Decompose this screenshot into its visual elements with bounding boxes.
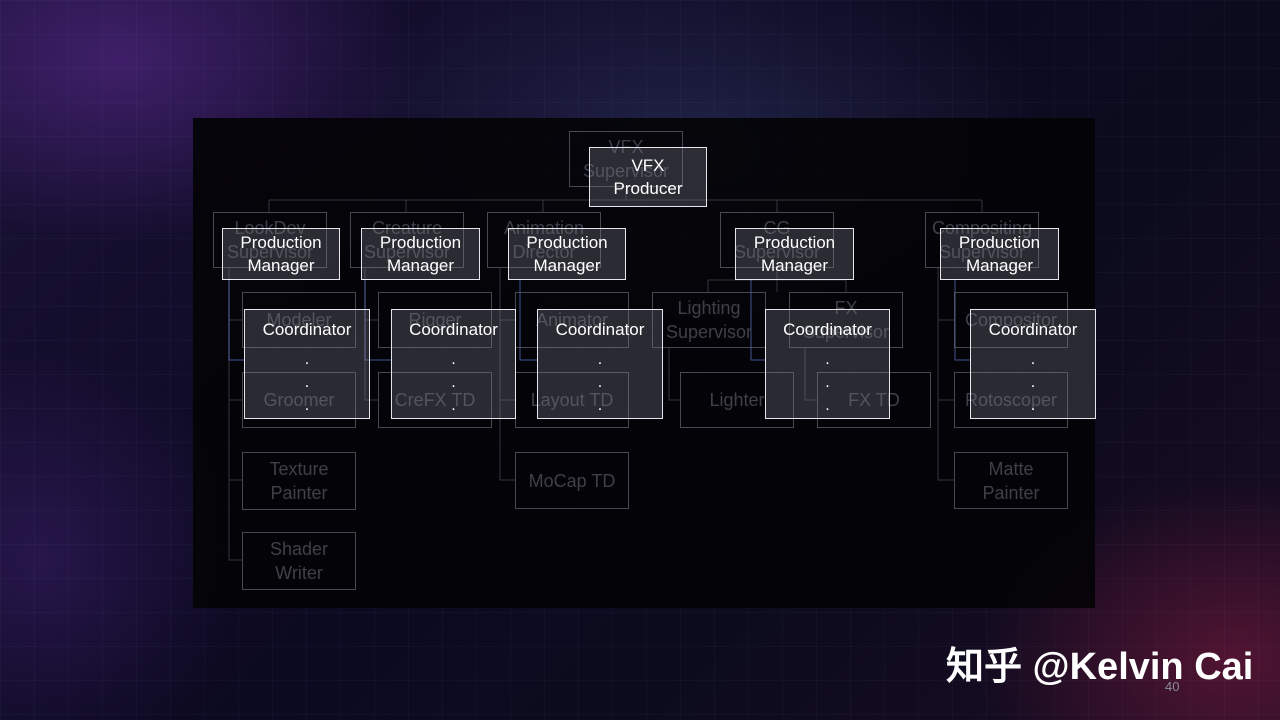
coordinator-label: Coordinator: [988, 320, 1078, 339]
page-number: 40: [1165, 679, 1180, 694]
coordinator-ellipsis: . . .: [304, 351, 310, 414]
coordinator-box: Coordinator . . .: [391, 309, 516, 419]
groomer-box: Groomer: [242, 372, 356, 428]
coordinator-box: Coordinator . . .: [970, 309, 1096, 419]
compositor-box: Compositor: [954, 292, 1068, 348]
coordinator-label: Coordinator: [262, 320, 352, 339]
fx-supervisor-box: FX Supervisor: [789, 292, 903, 348]
modeler-box: Modeler: [242, 292, 356, 348]
compositing-supervisor-box: Compositing Supervisor: [925, 212, 1039, 268]
coordinator-label: Coordinator: [409, 320, 498, 339]
coordinator-box: Coordinator . . .: [244, 309, 370, 419]
shader-writer-box: Shader Writer: [242, 532, 356, 590]
matte-painter-box: Matte Painter: [954, 452, 1068, 509]
fx-td-box: FX TD: [817, 372, 931, 428]
layout-td-box: Layout TD: [515, 372, 629, 428]
mocap-td-box: MoCap TD: [515, 452, 629, 509]
coordinator-ellipsis: . . .: [825, 351, 830, 414]
coordinator-ellipsis: . . .: [597, 351, 603, 414]
animation-director-box: Animation Director: [487, 212, 601, 268]
coordinator-box: Coordinator . . .: [537, 309, 663, 419]
vfx-supervisor-box: VFX Supervisor: [569, 131, 683, 187]
crefx-td-box: CreFX TD: [378, 372, 492, 428]
production-manager-box: Production Manager: [508, 228, 626, 280]
lighter-box: Lighter: [680, 372, 794, 428]
coordinator-ellipsis: . . .: [1030, 351, 1036, 414]
cg-supervisor-box: CG Supervisor: [720, 212, 834, 268]
production-manager-box: Production Manager: [222, 228, 340, 280]
watermark: 知乎 @Kelvin Cai: [946, 646, 1254, 688]
coordinator-label: Coordinator: [783, 320, 872, 339]
production-manager-box: Production Manager: [361, 228, 480, 280]
coordinator-box: Coordinator . . .: [765, 309, 890, 419]
rigger-box: Rigger: [378, 292, 492, 348]
lighting-supervisor-box: Lighting Supervisor: [652, 292, 766, 348]
texture-painter-box: Texture Painter: [242, 452, 356, 510]
production-manager-box: Production Manager: [940, 228, 1059, 280]
rotoscoper-box: Rotoscoper: [954, 372, 1068, 428]
vfx-producer-box: VFX Producer: [589, 147, 707, 207]
production-manager-box: Production Manager: [735, 228, 854, 280]
coordinator-label: Coordinator: [555, 320, 645, 339]
coordinator-ellipsis: . . .: [451, 351, 456, 414]
